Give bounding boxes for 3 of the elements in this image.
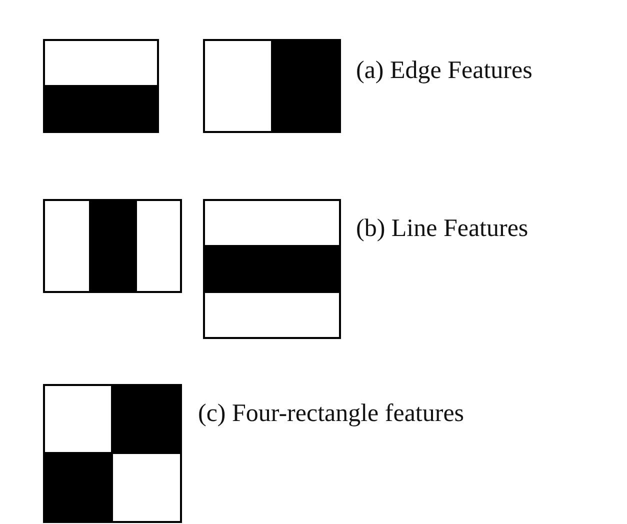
feature-caption: (c) Four-rectangle features bbox=[198, 399, 464, 429]
feature-caption: (b) Line Features bbox=[356, 214, 528, 244]
feature-caption: (a) Edge Features bbox=[356, 56, 532, 86]
